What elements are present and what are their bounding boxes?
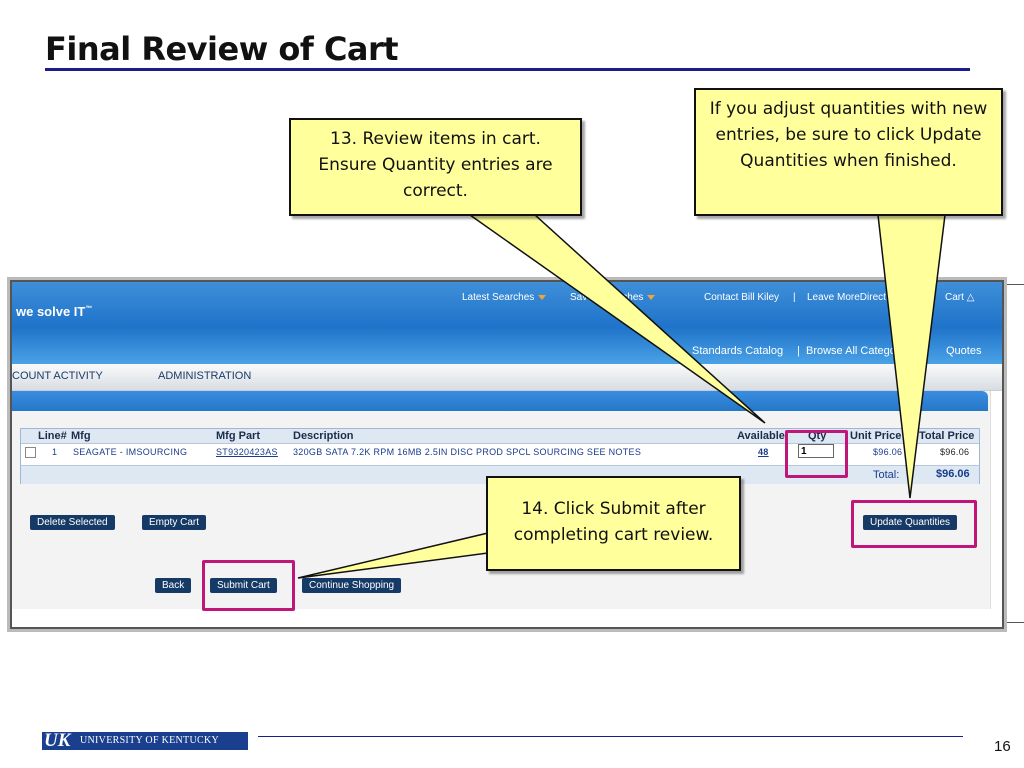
menu-account-activity[interactable]: COUNT ACTIVITY — [12, 370, 103, 382]
browse-categories-link[interactable]: Browse All Categories — [806, 345, 914, 357]
cell-mfg-part-link[interactable]: ST9320423AS — [216, 447, 278, 457]
empty-cart-button[interactable]: Empty Cart — [142, 515, 207, 530]
cell-available[interactable]: 48 — [758, 447, 769, 457]
col-mfg-part: Mfg Part — [216, 430, 260, 442]
qty-highlight — [785, 430, 848, 478]
submit-cart-button[interactable]: Submit Cart — [210, 578, 277, 593]
col-mfg: Mfg — [71, 430, 91, 442]
col-line: Line# — [38, 430, 67, 442]
latest-searches-label: Latest Searches — [462, 292, 535, 303]
contact-link[interactable]: Contact Bill Kiley — [704, 292, 780, 303]
delete-selected-button[interactable]: Delete Selected — [30, 515, 115, 530]
quotes-link[interactable]: Quotes — [946, 345, 982, 357]
uk-logo-text: UNIVERSITY OF KENTUCKY — [80, 735, 220, 746]
col-available: Available — [737, 430, 785, 442]
footer-rule — [258, 736, 963, 737]
total-value: $96.06 — [936, 468, 970, 480]
standards-catalog-link[interactable]: Standards Catalog — [692, 345, 784, 357]
table-header: Line# Mfg Mfg Part Description Available… — [21, 429, 979, 444]
callout-step14: 14. Click Submit after completing cart r… — [486, 476, 741, 571]
app-banner: we solve IT™ Latest Searches Saved Searc… — [12, 282, 1002, 364]
nav-separator: | — [793, 292, 796, 303]
uk-logo-mark: UK — [44, 730, 71, 751]
cell-line: 1 — [52, 447, 58, 457]
leave-site-link[interactable]: Leave MoreDirect — [807, 292, 886, 303]
callout-step13: 13. Review items in cart. Ensure Quantit… — [289, 118, 582, 216]
continue-shopping-button[interactable]: Continue Shopping — [302, 578, 402, 593]
subnav-separator: | — [797, 345, 800, 357]
main-menu: COUNT ACTIVITY ADMINISTRATION — [12, 364, 1002, 391]
pointer-step13 — [467, 214, 766, 424]
app-screenshot: we solve IT™ Latest Searches Saved Searc… — [10, 280, 1004, 629]
cart-icon: △ — [966, 292, 975, 303]
frame-line-top — [1000, 284, 1024, 285]
cell-total-price: $96.06 — [940, 447, 970, 457]
submit-cart-highlight — [202, 560, 295, 611]
menu-administration[interactable]: ADMINISTRATION — [158, 370, 252, 382]
col-description: Description — [293, 430, 354, 442]
brand-logo: we solve IT™ — [16, 304, 92, 319]
col-unit-price: Unit Price — [850, 430, 902, 442]
cell-mfg: SEAGATE - IMSOURCING — [73, 447, 188, 457]
col-qty: Qty — [808, 430, 827, 442]
total-label: Total: — [873, 469, 900, 481]
cart-link[interactable]: Cart △ — [945, 292, 974, 303]
latest-searches-link[interactable]: Latest Searches — [462, 292, 547, 303]
pointer-step14 — [297, 532, 489, 579]
cart-content: Line# Mfg Mfg Part Description Available… — [12, 391, 991, 609]
dropdown-arrow-icon — [538, 294, 547, 300]
cart-label: Cart — [945, 292, 964, 303]
cell-description: 320GB SATA 7.2K RPM 16MB 2.5IN DISC PROD… — [293, 447, 642, 457]
page-number: 16 — [994, 738, 1011, 755]
update-quantities-highlight — [851, 500, 977, 548]
cell-unit-price: $96.06 — [873, 447, 903, 457]
row-select-checkbox[interactable] — [25, 447, 36, 458]
callout-update-quantities: If you adjust quantities with new entrie… — [694, 88, 1003, 216]
university-logo: UK UNIVERSITY OF KENTUCKY — [42, 730, 248, 751]
qty-input[interactable] — [798, 444, 834, 458]
back-button[interactable]: Back — [155, 578, 192, 593]
col-total-price: Total Price — [919, 430, 975, 442]
slide-title: Final Review of Cart — [45, 30, 399, 68]
pointer-adjust — [877, 214, 946, 499]
frame-line-bottom — [1000, 622, 1024, 623]
dropdown-arrow-icon — [647, 294, 656, 300]
update-quantities-button[interactable]: Update Quantities — [863, 515, 958, 530]
brand-text: we solve IT — [16, 304, 86, 319]
brand-tm: ™ — [85, 305, 93, 313]
title-underline — [45, 68, 970, 71]
